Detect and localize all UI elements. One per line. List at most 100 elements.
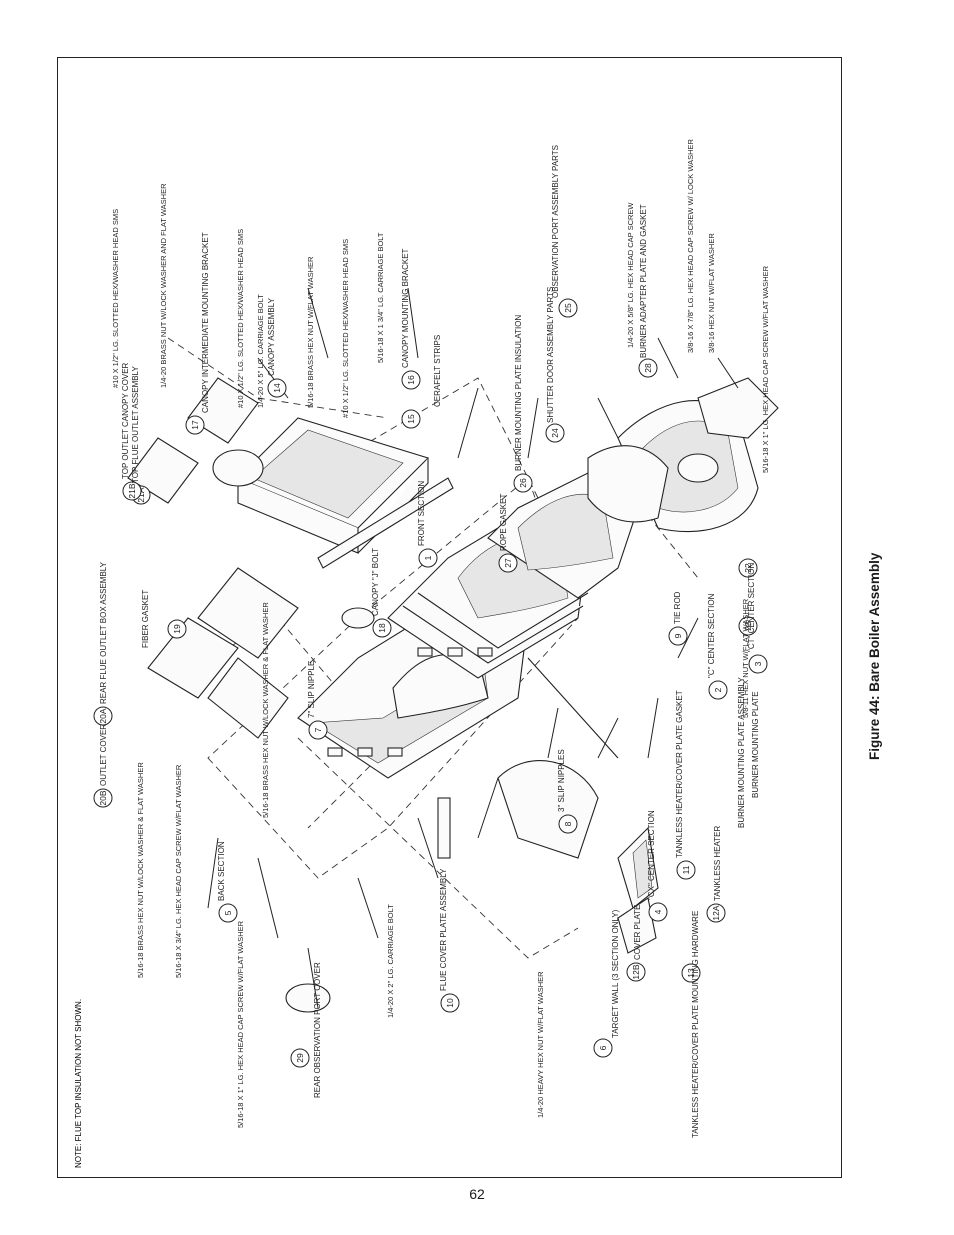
callout-label: FRONT SECTION	[417, 481, 426, 546]
svg-text:7: 7	[313, 727, 323, 732]
callout-label: BACK SECTION	[217, 841, 226, 901]
svg-text:23: 23	[743, 621, 753, 631]
svg-text:10: 10	[445, 998, 455, 1008]
hardware-label: 1/4-20 X 2" LG. CARRIAGE BOLT	[386, 904, 395, 1018]
callout-label: BURNER MOUNTING PLATE ASSEMBLY	[737, 676, 746, 828]
callout-bubble: 14	[267, 378, 287, 398]
svg-text:5: 5	[223, 910, 233, 915]
svg-text:18: 18	[377, 623, 387, 633]
svg-text:16: 16	[406, 375, 416, 385]
callout-bubble: 26	[513, 473, 533, 493]
svg-text:21B: 21B	[127, 483, 137, 498]
callout-bubble: 1	[418, 548, 438, 568]
svg-text:8: 8	[563, 821, 573, 826]
callout-label: TANKLESS HEATER/COVER PLATE MOUNTING HAR…	[691, 911, 700, 1138]
figure-caption-text: Figure 44: Bare Boiler Assembly	[867, 552, 882, 760]
bare-boiler-assembly-drawing: 1 2 3 4 5 6 7 8 9 10 11 12A 12B 13 14 15…	[74, 138, 779, 1168]
svg-text:19: 19	[172, 624, 182, 634]
svg-text:15: 15	[406, 414, 416, 424]
callout-label: FLUE COVER PLATE ASSEMBLY	[439, 868, 448, 991]
hardware-label: 1/4-20 BRASS NUT W/LOCK WASHER AND FLAT …	[159, 183, 168, 388]
callout-label: BURNER ADAPTER PLATE AND GASKET	[639, 204, 648, 358]
svg-text:24: 24	[550, 428, 560, 438]
svg-text:13: 13	[686, 968, 696, 978]
svg-text:11: 11	[681, 865, 691, 874]
callout-bubble: 22	[738, 558, 758, 578]
callout-label: TOP FLUE OUTLET ASSEMBLY	[131, 366, 140, 483]
page-number: 62	[469, 1186, 485, 1202]
drawing-frame: 1 2 3 4 5 6 7 8 9 10 11 12A 12B 13 14 15…	[57, 57, 842, 1178]
callout-bubble: 20A	[93, 706, 113, 726]
hardware-label: #10 X 1/2" LG. SLOTTED HEX/WASHER HEAD S…	[341, 239, 350, 418]
hardware-label: 5/16-18 BRASS HEX NUT W/LOCK WASHER & FL…	[261, 602, 270, 818]
callout-label: "CX" CENTER SECTION	[647, 810, 656, 900]
hardware-label: 5/16-18 BRASS HEX NUT W/LOCK WASHER & FL…	[136, 762, 145, 978]
callout-bubble: 24	[545, 423, 565, 443]
svg-text:26: 26	[518, 478, 528, 488]
callout-bubble: 15	[401, 409, 421, 429]
callout-label: BURNER MOUNTING PLATE	[751, 691, 760, 798]
callout-bubble: 16	[401, 370, 421, 390]
svg-text:12A: 12A	[711, 905, 721, 920]
callout-label: TANKLESS HEATER/COVER PLATE GASKET	[675, 690, 684, 858]
callout-bubble: 20B	[93, 788, 113, 808]
callout-label: CERAFELT STRIPS	[433, 335, 442, 407]
svg-text:25: 25	[563, 303, 573, 313]
svg-text:21A: 21A	[136, 487, 146, 502]
svg-text:14: 14	[272, 383, 282, 393]
callout-bubble: 10	[440, 993, 460, 1013]
callout-label: OUTLET COVER	[99, 724, 108, 786]
callout-label: FIBER GASKET	[141, 590, 150, 648]
hardware-label: 3/8-16 HEX NUT W/FLAT WASHER	[707, 233, 716, 353]
callout-bubble: 18	[372, 618, 392, 638]
callout-bubble: 19	[167, 619, 187, 639]
leader-lines	[207, 287, 739, 1009]
hardware-label: 1/4-20 X 5/8" LG. HEX HEAD CAP SCREW	[626, 202, 635, 348]
svg-text:20A: 20A	[98, 708, 108, 723]
hardware-label: 1/4-20 X 5" LG. CARRIAGE BOLT	[256, 294, 265, 408]
callout-label: 3" SLIP NIPPLES	[557, 749, 566, 812]
callout-label: TOP OUTLET CANOPY COVER	[121, 362, 130, 479]
svg-text:22: 22	[743, 563, 753, 573]
callout-bubble: 5	[218, 903, 238, 923]
callout-bubble: 12A	[706, 903, 726, 923]
svg-text:4: 4	[653, 909, 663, 914]
callout-label: TIE ROD	[673, 591, 682, 624]
svg-text:17: 17	[190, 420, 200, 430]
canopy-assembly-part	[237, 417, 454, 569]
svg-text:2: 2	[713, 687, 723, 692]
callout-label: REAR OBSERVATION PORT COVER	[313, 962, 322, 1098]
callout-bubble: 27	[498, 553, 518, 573]
callout-label: "C" CENTER SECTION	[707, 593, 716, 678]
callout-bubble: 7	[308, 720, 328, 740]
callout-bubble: 8	[558, 814, 578, 834]
svg-text:20B: 20B	[98, 790, 108, 805]
svg-text:28: 28	[643, 363, 653, 373]
callout-label: CANOPY INTERMEDIATE MOUNTING BRACKET	[201, 232, 210, 413]
hardware-label: 3/8-16 X 7/8" LG. HEX HEAD CAP SCREW W/ …	[686, 138, 695, 353]
callout-label: CANOPY ASSEMBLY	[267, 297, 276, 376]
callout-bubble: 29	[290, 1048, 310, 1068]
callout-bubble: 17	[185, 415, 205, 435]
callout-labels: FRONT SECTION "C" CENTER SECTION "CT" CE…	[99, 145, 760, 1138]
callout-bubble: 23	[738, 616, 758, 636]
callout-label: CANOPY "J" BOLT	[371, 548, 380, 616]
callout-label: TARGET WALL (3 SECTION ONLY)	[611, 909, 620, 1038]
callout-label: "CT" CENTER SECTION	[747, 563, 756, 652]
burner-mounting-plate-part	[587, 377, 779, 533]
hardware-label: 5/8-11 HEX NUT W/FLAT WASHER	[741, 598, 750, 718]
callout-bubble: 4	[648, 902, 668, 922]
hardware-label: 5/16-18 X 1" LG. HEX HEAD CAP SCREW W/FL…	[236, 920, 245, 1128]
callout-bubble: 11	[676, 860, 696, 880]
callout-bubble: 9	[668, 626, 688, 646]
callout-label: BURNER MOUNTING PLATE INSULATION	[514, 315, 523, 471]
callout-label: ROPE GASKET	[499, 494, 508, 551]
callout-label: 7" SLIP NIPPLE	[307, 661, 316, 718]
callout-bubble: 25	[558, 298, 578, 318]
hardware-labels: #10 X 1/2" LG. SLOTTED HEX/WASHER HEAD S…	[111, 138, 770, 1128]
svg-text:9: 9	[673, 633, 683, 638]
callout-label: TANKLESS HEATER	[713, 826, 722, 902]
hardware-label: 5/16-18 X 3/4" LG. HEX HEAD CAP SCREW W/…	[174, 764, 183, 978]
hardware-label: #10 X 1/2" LG. SLOTTED HEX/WASHER HEAD S…	[236, 229, 245, 408]
hardware-label: 5/16-18 X 1 3/4" LG. CARRIAGE BOLT	[376, 232, 385, 363]
